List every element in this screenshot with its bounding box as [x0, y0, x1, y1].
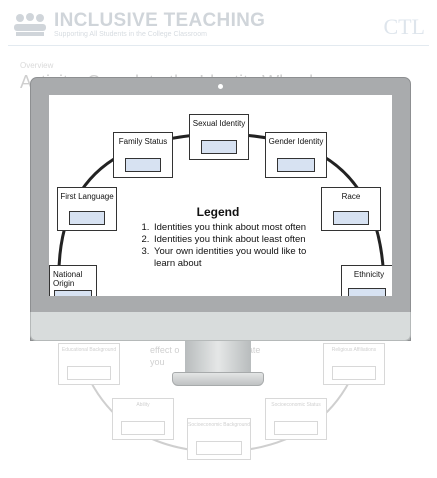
ctl-logo[interactable]: CTL: [383, 14, 425, 39]
camera-dot: [218, 84, 223, 89]
legend-list: Identities you think about most often Id…: [138, 222, 318, 270]
node-ethnicity: Ethnicity: [341, 265, 392, 296]
monitor-stand-neck: [185, 341, 251, 372]
national-origin-field[interactable]: [54, 290, 92, 296]
bg-node-religious: Religious Affiliations: [323, 343, 385, 385]
people-logo-icon: [14, 13, 46, 36]
node-gender-identity: Gender Identity: [265, 132, 327, 178]
monitor-stand-base: [172, 372, 264, 386]
node-national-origin: National Origin: [49, 265, 97, 296]
race-field[interactable]: [333, 211, 369, 225]
node-family-status: Family Status: [113, 132, 173, 178]
legend-title: Legend: [196, 205, 240, 219]
legend: Legend Identities you think about most o…: [138, 205, 318, 270]
bg-node-educational: Educational Background: [58, 343, 120, 385]
legend-item: Your own identities you would like to le…: [152, 246, 318, 270]
legend-item: Identities you think about least often: [152, 234, 318, 246]
brand-title[interactable]: INCLUSIVE TEACHING: [54, 10, 266, 31]
node-first-language: First Language: [57, 187, 117, 231]
node-sexual-identity: Sexual Identity: [189, 114, 249, 160]
gender-identity-field[interactable]: [277, 158, 315, 172]
node-race: Race: [321, 187, 381, 231]
brand-subtitle: Supporting All Students in the College C…: [54, 31, 207, 38]
bg-node-socioeconomic-status: Socioeconomic Status: [265, 398, 327, 440]
bg-node-socioeconomic-background: Socioeconomic Background: [187, 418, 251, 460]
bg-node-ability: Ability: [112, 398, 174, 440]
sexual-identity-field[interactable]: [201, 140, 237, 154]
monitor-chin: [30, 312, 411, 341]
ethnicity-field[interactable]: [348, 288, 386, 296]
first-language-field[interactable]: [69, 211, 105, 225]
header-divider: [8, 45, 429, 46]
family-status-field[interactable]: [125, 158, 161, 172]
breadcrumb[interactable]: Overview: [20, 61, 54, 70]
monitor-screen: Sexual Identity Family Status Gender Ide…: [49, 95, 392, 296]
background-body-text: effect o ate you: [150, 345, 261, 367]
legend-item: Identities you think about most often: [152, 222, 318, 234]
